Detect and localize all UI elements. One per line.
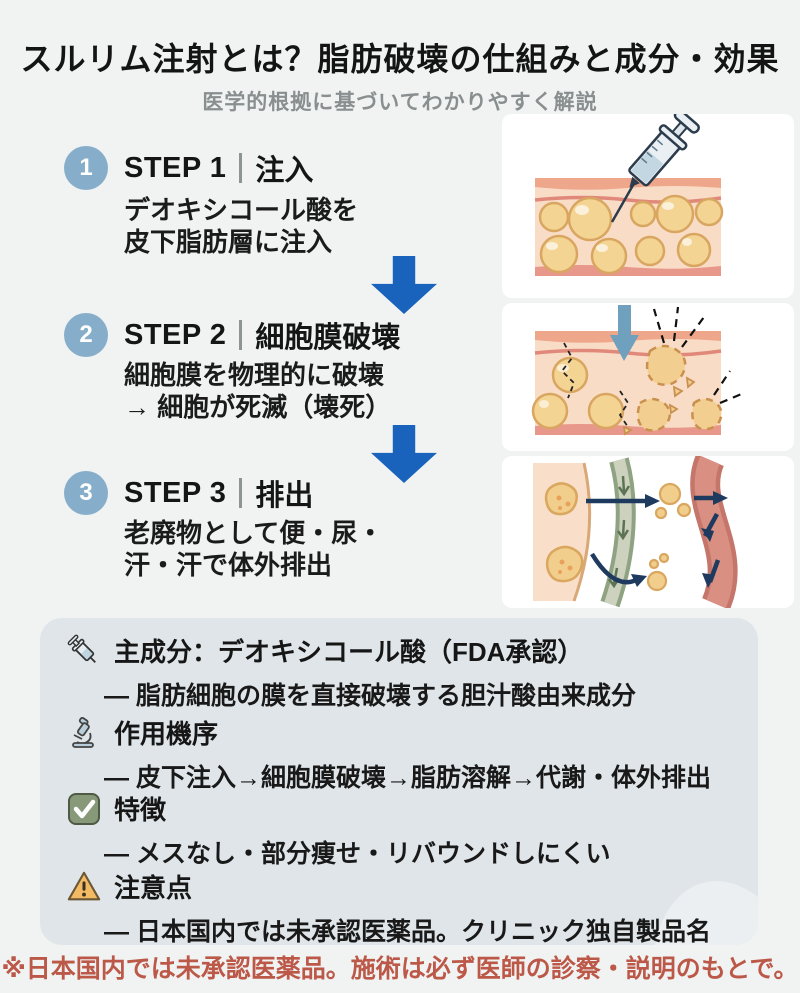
summary-title-main-ingredient: 主成分：デオキシコール酸（FDA承認） — [114, 637, 584, 667]
warning-icon — [66, 869, 102, 905]
step-3-title: 排出 — [255, 480, 314, 512]
step-1-illustration — [502, 114, 794, 298]
summary-item-main-ingredient: 主成分：デオキシコール酸（FDA承認） — 脂肪細胞の膜を直接破壊する胆汁酸由来… — [66, 632, 742, 712]
microscope-icon — [66, 715, 102, 751]
summary-item-mechanism: 作用機序 — 皮下注入→細胞膜破壊→脂肪溶解→代謝・体外排出 — [66, 714, 742, 794]
summary-detail-main-ingredient: — 脂肪細胞の膜を直接破壊する胆汁酸由来成分 — [104, 682, 636, 710]
step-1-heading: STEP 1 注入 — [124, 146, 313, 190]
syringe-skin-illustration — [534, 114, 724, 276]
page-title: スルリム注射とは？脂肪破壊の仕組みと成分・効果 — [20, 41, 780, 77]
step-3-description: 老廃物として便・尿・ 汗・汗で体外排出 — [124, 518, 384, 580]
step-1-description: デオキシコール酸を 皮下脂肪層に注入 — [124, 195, 359, 257]
summary-item-features: 特徴 — メスなし・部分痩せ・リバウンドしにくい — [66, 790, 742, 870]
summary-detail-caution: — 日本国内では未承認医薬品。クリニック独自製品名 — [104, 918, 711, 945]
step-2-heading: STEP 2 細胞膜破壊 — [124, 313, 400, 357]
summary-box: 主成分：デオキシコール酸（FDA承認） — 脂肪細胞の膜を直接破壊する胆汁酸由来… — [40, 618, 758, 945]
step-3-label: STEP 3 — [124, 476, 227, 509]
page-subtitle: 医学的根拠に基づいてわかりやすく解説 — [202, 91, 598, 114]
excretion-vessels-illustration — [533, 456, 738, 608]
step-1-label: STEP 1 — [124, 151, 227, 184]
step-3-divider — [239, 478, 243, 508]
syringe-icon — [66, 633, 102, 669]
step-2-label: STEP 2 — [124, 318, 227, 351]
step-2-description: 細胞膜を物理的に破壊 → 細胞が死滅（壊死） — [124, 360, 392, 422]
step-3-illustration — [502, 456, 794, 608]
summary-title-mechanism: 作用機序 — [114, 719, 219, 749]
disclaimer-text: ※日本国内では未承認医薬品。施術は必ず医師の診察・説明のもとで。 — [1, 955, 799, 983]
flow-arrow-down-1 — [371, 256, 437, 314]
flow-arrow-down-2 — [371, 425, 437, 483]
summary-title-features: 特徴 — [114, 795, 167, 825]
step-2-title: 細胞膜破壊 — [255, 322, 401, 354]
summary-detail-features: — メスなし・部分痩せ・リバウンドしにくい — [104, 840, 611, 868]
step-2-number-badge: 2 — [64, 313, 108, 357]
summary-title-caution: 注意点 — [114, 873, 193, 903]
step-1-number-badge: 1 — [64, 146, 108, 190]
step-2-illustration — [502, 303, 794, 451]
check-icon — [66, 791, 102, 827]
step-3-number-badge: 3 — [64, 471, 108, 515]
step-3-heading: STEP 3 排出 — [124, 471, 313, 515]
summary-item-caution: 注意点 — 日本国内では未承認医薬品。クリニック独自製品名 — [66, 868, 742, 945]
summary-detail-mechanism: — 皮下注入→細胞膜破壊→脂肪溶解→代謝・体外排出 — [104, 764, 711, 792]
step-2-divider — [239, 320, 243, 350]
step-1-title: 注入 — [255, 155, 314, 187]
step-1-divider — [239, 153, 243, 183]
cell-destruction-illustration — [531, 305, 745, 436]
